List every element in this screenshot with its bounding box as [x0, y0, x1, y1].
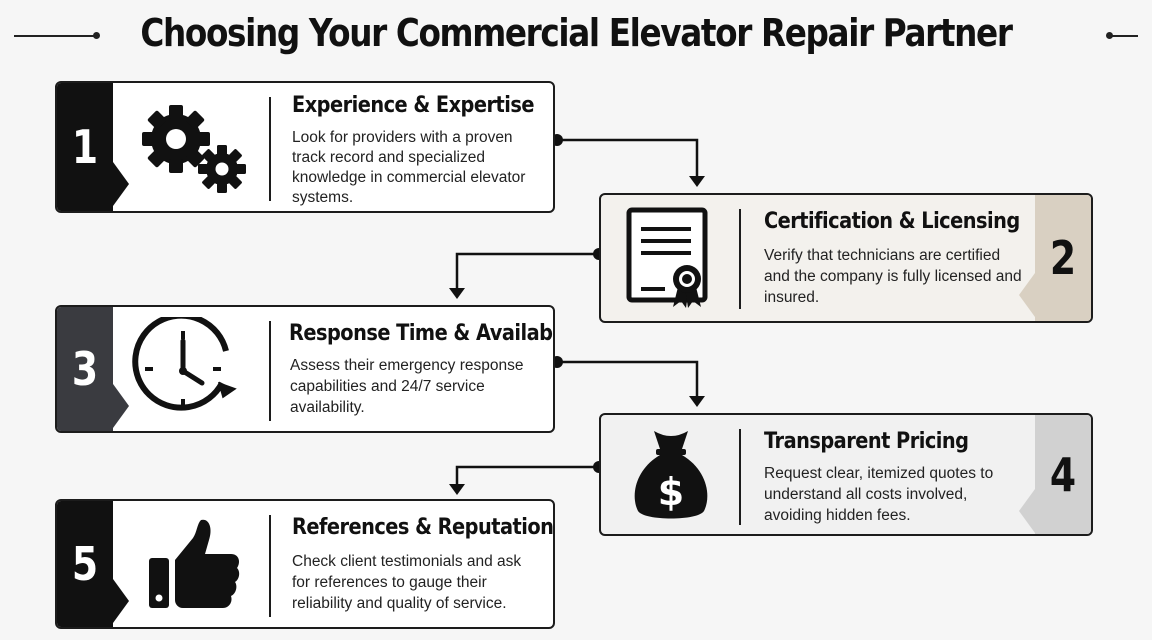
step-title: Experience & Expertise: [292, 93, 534, 118]
divider: [739, 209, 741, 309]
step-number: 1: [71, 120, 99, 174]
step-card-3: 3 Response Time & Availability Assess th…: [55, 305, 555, 433]
step-card-1: 1: [55, 81, 555, 213]
step-number-tab: 1: [57, 83, 129, 211]
page-title: Choosing Your Commercial Elevator Repair…: [140, 11, 1013, 55]
step-description: Request clear, itemized quotes to unders…: [764, 465, 994, 524]
title-dot-right: [1106, 32, 1113, 39]
svg-text:$: $: [658, 470, 684, 514]
connector-1-2: [551, 134, 705, 187]
step-number-tab: 2: [1019, 195, 1091, 321]
divider: [269, 515, 271, 617]
step-description: Look for providers with a proven track r…: [292, 129, 526, 206]
divider: [269, 321, 271, 421]
title-rule-right: [1112, 35, 1138, 37]
step-number-tab: 4: [1019, 415, 1091, 534]
step-number: 2: [1049, 231, 1077, 285]
step-description: Check client testimonials and ask for re…: [292, 553, 522, 612]
step-description: Verify that technicians are certified an…: [764, 247, 1022, 306]
step-title: Certification & Licensing: [764, 209, 1020, 234]
gears-icon: [125, 83, 265, 211]
step-number: 4: [1049, 447, 1077, 502]
certificate-icon: [601, 195, 741, 321]
step-description: Assess their emergency response capabili…: [290, 357, 524, 416]
step-number: 5: [71, 537, 99, 591]
header: Choosing Your Commercial Elevator Repair…: [0, 0, 1152, 68]
divider: [739, 429, 741, 525]
clock-icon: [119, 307, 259, 431]
connector-4-5: [449, 461, 605, 495]
step-card-2: Certification & Licensing Verify that te…: [599, 193, 1093, 323]
step-number-tab: 3: [57, 307, 129, 431]
step-title: Transparent Pricing: [764, 429, 969, 454]
title-rule-left: [14, 35, 94, 37]
connector-2-3: [449, 248, 605, 299]
title-dot-left: [93, 32, 100, 39]
step-title: References & Reputation: [292, 515, 554, 540]
divider: [269, 97, 271, 201]
step-card-5: 5 References & Reputation Check client t…: [55, 499, 555, 629]
money-bag-icon: $: [601, 415, 741, 534]
connector-3-4: [551, 356, 705, 407]
step-card-4: $ Transparent Pricing Request clear, ite…: [599, 413, 1093, 536]
step-number-tab: 5: [57, 501, 129, 627]
step-number: 3: [71, 342, 99, 396]
step-title: Response Time & Availability: [289, 321, 553, 346]
thumbs-up-icon: [123, 501, 263, 627]
